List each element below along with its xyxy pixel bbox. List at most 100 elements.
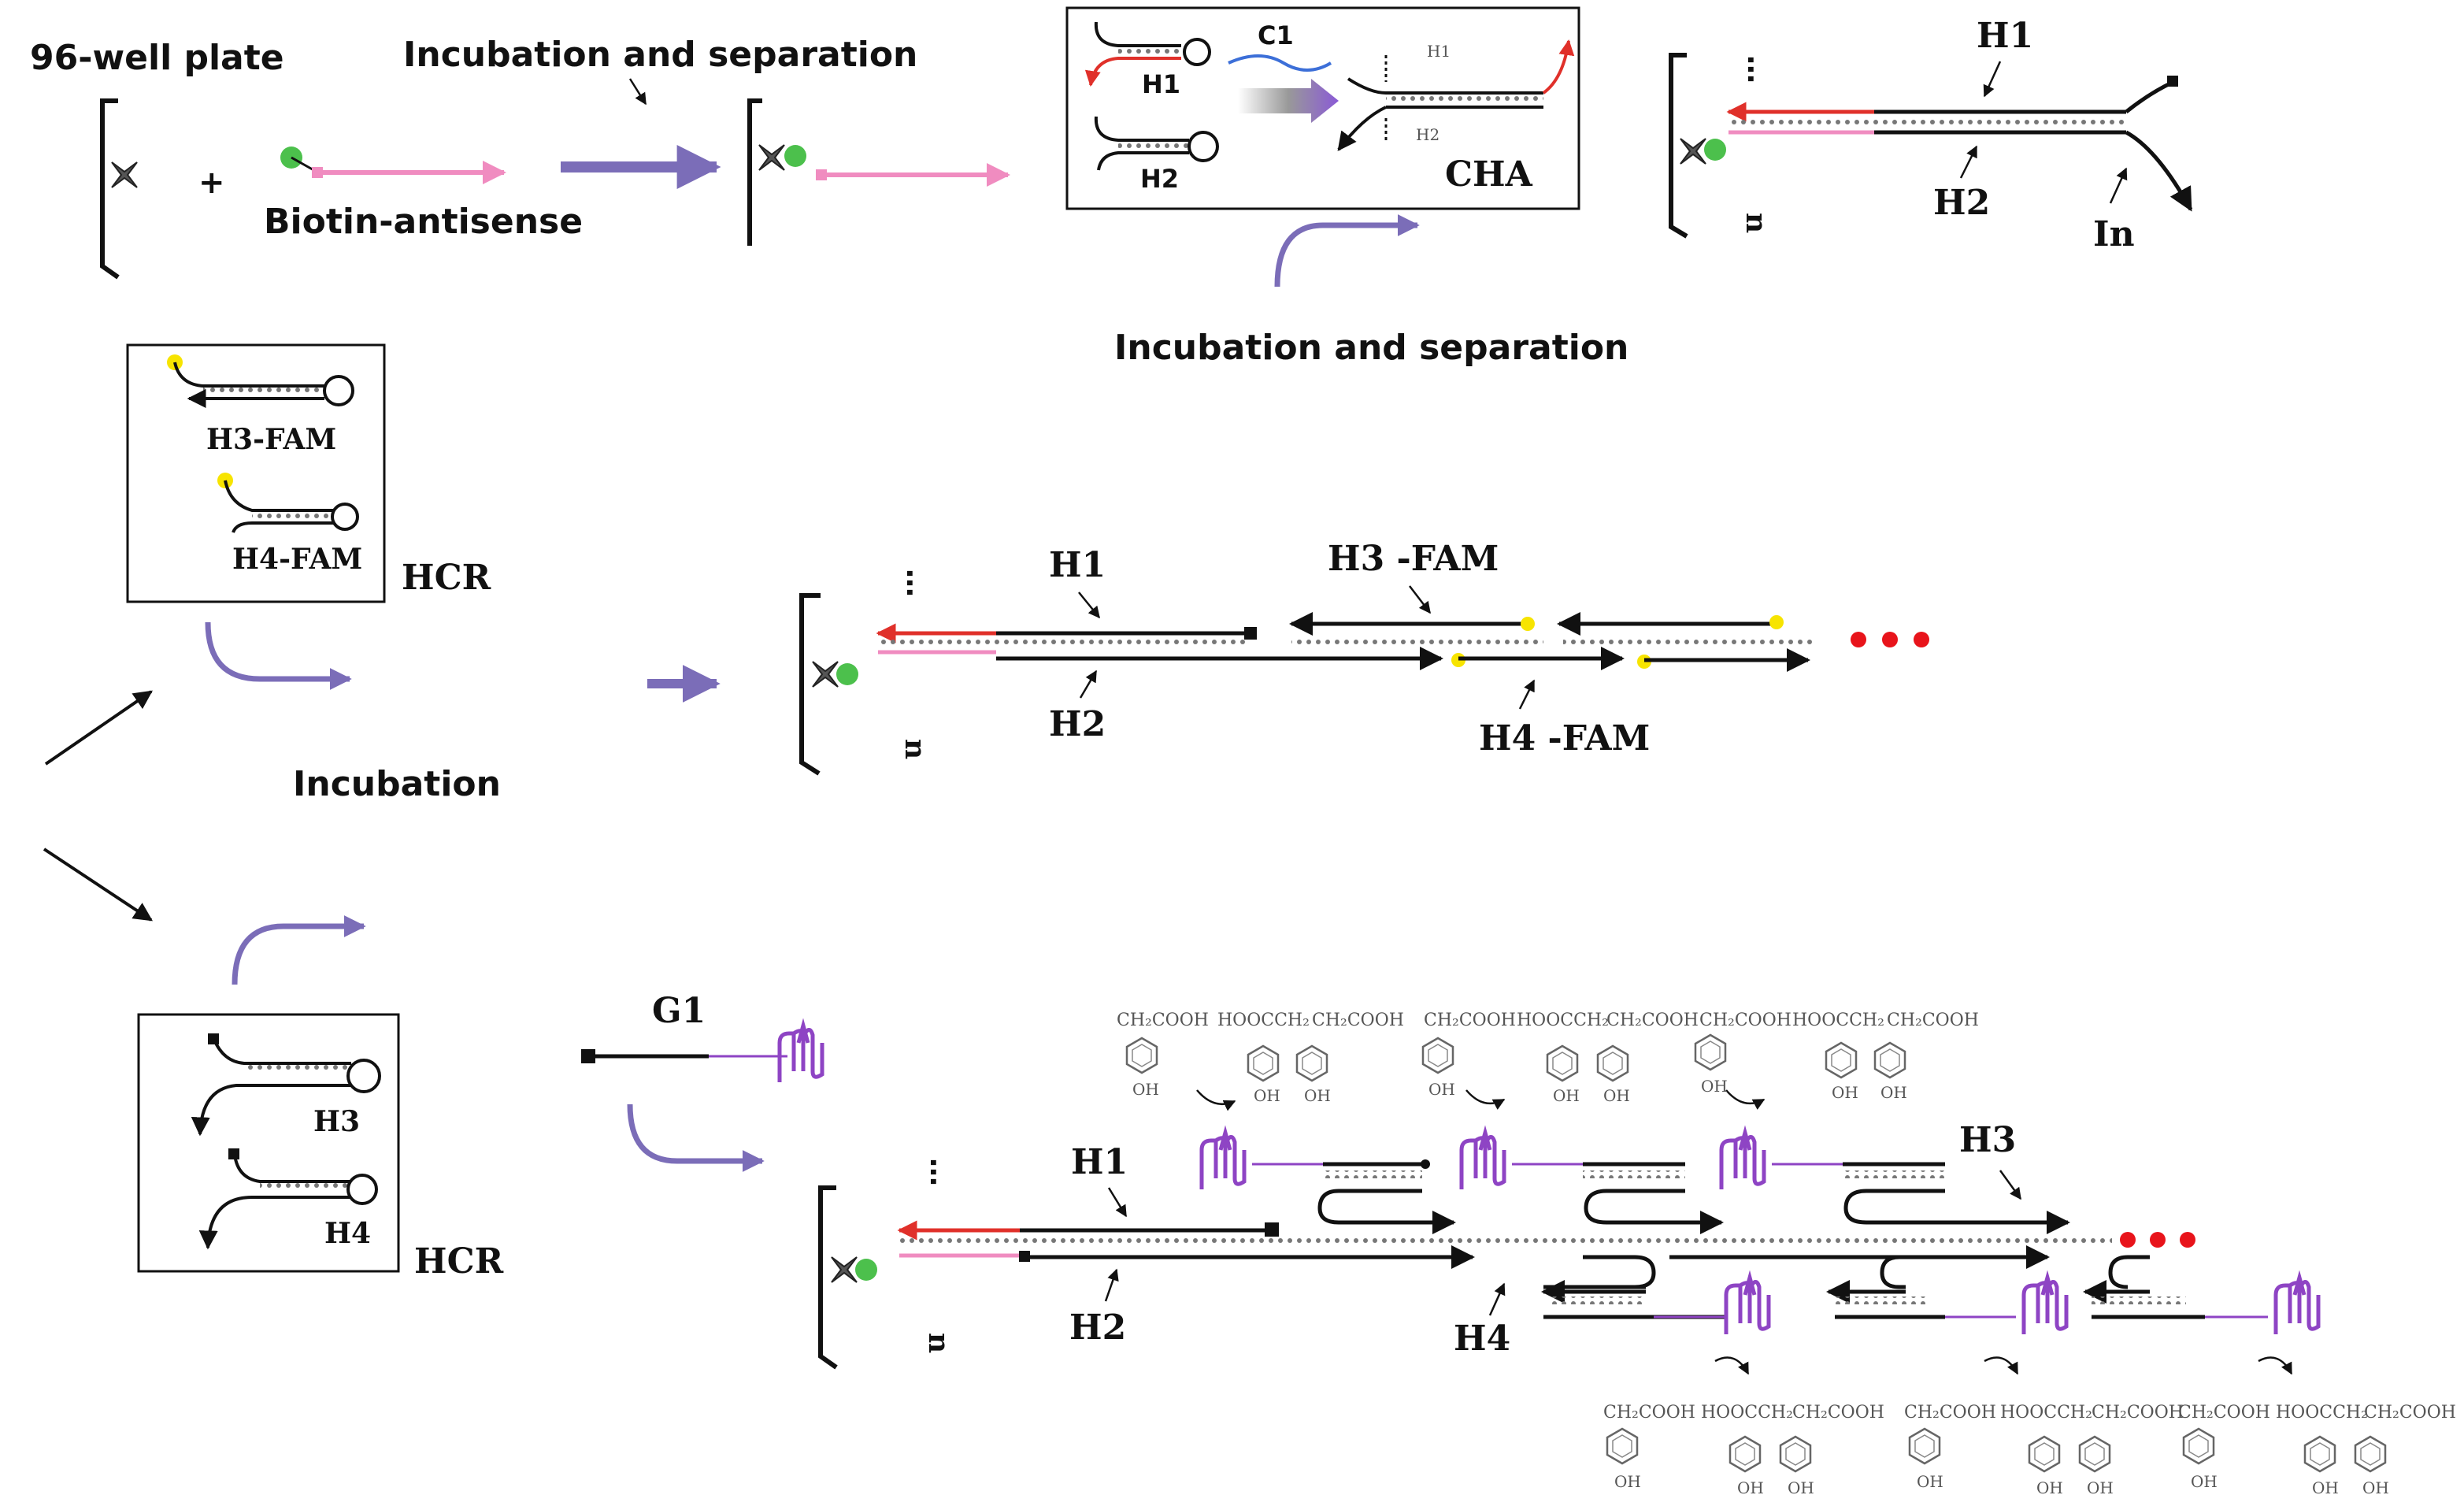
- pointer-arrow: [1078, 592, 1100, 619]
- process-arrow-turn: [205, 621, 352, 690]
- h1-tail: [2125, 80, 2175, 113]
- antisense-anchor: [816, 169, 827, 180]
- pointer-arrow: [2109, 167, 2128, 204]
- red-dot: [1851, 632, 1866, 647]
- pointer-arrow: [1518, 679, 1536, 710]
- svg-text:CH₂COOH: CH₂COOH: [2092, 1403, 2184, 1423]
- reaction-arrow: [1725, 1089, 1766, 1110]
- antisense-anchor: [312, 167, 323, 178]
- svg-text:OH: OH: [1917, 1472, 1943, 1491]
- pointer-arrow: [628, 78, 647, 106]
- g1-label: G1: [652, 991, 706, 1031]
- h3-fam-label: H3 -FAM: [1328, 539, 1499, 579]
- fam-dye-icon: [1769, 615, 1784, 629]
- streptavidin-icon: [111, 161, 138, 188]
- plus-sign: +: [198, 165, 225, 201]
- svg-text:OH: OH: [2036, 1478, 2063, 1497]
- red-dot: [2180, 1232, 2195, 1248]
- base-pairs: [878, 638, 1248, 646]
- plate-label: 96-well plate: [30, 38, 284, 78]
- svg-text:CH₂COOH: CH₂COOH: [1699, 1011, 1791, 1030]
- c1-label: C1: [1258, 20, 1294, 50]
- h3-label: H3: [313, 1105, 360, 1138]
- reaction-arrow: [1196, 1089, 1236, 1111]
- red-dot: [2120, 1232, 2136, 1248]
- branch-arrow-down: [43, 848, 154, 922]
- svg-text:OH: OH: [1428, 1080, 1455, 1099]
- reaction-arrow: [1714, 1356, 1750, 1375]
- h3-fam-hairpin: [167, 354, 354, 408]
- pointer-arrow: [1107, 1187, 1128, 1218]
- h1-hairpin: [1084, 21, 1211, 87]
- h4-unit-1: [1541, 1255, 1769, 1334]
- h4-fam-hairpin: [217, 473, 359, 533]
- svg-text:OH: OH: [2362, 1478, 2389, 1497]
- svg-text:CH₂COOH: CH₂COOH: [2178, 1403, 2270, 1423]
- svg-text:OH: OH: [1304, 1086, 1331, 1105]
- biotin-icon: [784, 145, 806, 167]
- h4-hairpin: [198, 1148, 378, 1250]
- n-label: n: [1740, 213, 1773, 233]
- streptavidin-icon: [758, 144, 785, 171]
- h4-unit-3: [2083, 1255, 2318, 1334]
- biotin-antisense-label: Biotin-antisense: [264, 202, 583, 242]
- in-label: In: [2093, 214, 2135, 254]
- reaction-arrow: [1465, 1089, 1506, 1110]
- h1-tail-end: [2167, 76, 2178, 87]
- dots-upper: …: [900, 569, 932, 597]
- incubation-label: Incubation: [293, 764, 501, 804]
- chem-group-top-1: CH₂COOH HOOCCH₂ CH₂COOH OH OH OH: [1117, 1011, 1404, 1105]
- streptavidin-icon: [831, 1256, 858, 1283]
- n-label: n: [922, 1333, 955, 1353]
- red-dot: [1914, 632, 1929, 647]
- well-bracket-3: [1669, 53, 1688, 239]
- cha-label: CHA: [1445, 154, 1533, 195]
- svg-text:OH: OH: [1880, 1083, 1907, 1102]
- svg-text:OH: OH: [2312, 1478, 2339, 1497]
- svg-text:CH₂COOH: CH₂COOH: [1606, 1011, 1699, 1030]
- h2-label: H2: [1140, 164, 1179, 194]
- pointer-arrow: [1488, 1282, 1506, 1316]
- svg-text:CH₂COOH: CH₂COOH: [1792, 1403, 1884, 1423]
- svg-text:OH: OH: [1132, 1080, 1159, 1099]
- n-label: n: [899, 739, 932, 759]
- svg-text:CH₂COOH: CH₂COOH: [1312, 1011, 1404, 1030]
- pointer-arrow: [1079, 670, 1098, 699]
- h3-fam-label: H3-FAM: [206, 423, 336, 456]
- reaction-arrow: [2258, 1356, 2293, 1375]
- well-bracket: [100, 98, 120, 280]
- h2-hairpin: [1094, 116, 1219, 171]
- h3-unit-2: [1462, 1133, 1724, 1234]
- cha-h2-label: H2: [1416, 125, 1439, 144]
- h4-unit-2: [1669, 1245, 2066, 1334]
- cha-gradient-arrow: [1238, 79, 1339, 123]
- h2-anchor: [1019, 1251, 1030, 1262]
- well-bracket-5: [818, 1185, 838, 1370]
- pointer-arrow: [1999, 1170, 2022, 1200]
- hcr-bottom-label: HCR: [414, 1241, 504, 1282]
- h3-unit-1: [1202, 1133, 1456, 1234]
- svg-text:OH: OH: [1614, 1472, 1641, 1491]
- h2-label: H2: [1933, 183, 1990, 223]
- svg-text:HOOCCH₂: HOOCCH₂: [2000, 1403, 2092, 1423]
- h3-unit-3: [1721, 1133, 2070, 1234]
- hairpin-box: [137, 1013, 400, 1273]
- well-bracket-4: [799, 593, 821, 776]
- h1-label: H1: [1071, 1142, 1128, 1182]
- fam-hairpin-box: [126, 343, 386, 603]
- h2-label: H2: [1049, 704, 1106, 744]
- svg-text:OH: OH: [2087, 1478, 2114, 1497]
- reaction-arrow: [1984, 1356, 2019, 1375]
- svg-text:OH: OH: [1788, 1478, 1814, 1497]
- dots-upper: …: [1741, 55, 1773, 83]
- chem-group-top-2: CH₂COOH HOOCCH₂ CH₂COOH OH OH OH: [1421, 1011, 1699, 1105]
- svg-text:OH: OH: [1603, 1086, 1630, 1105]
- svg-text:OH: OH: [1553, 1086, 1580, 1105]
- h4-fam-label: H4 -FAM: [1479, 718, 1650, 759]
- pointer-arrow: [1409, 585, 1431, 614]
- chem-group-top-3: CH₂COOH HOOCCH₂ CH₂COOH OH OH OH: [1694, 1011, 1979, 1102]
- base-pairs: [1291, 638, 1543, 646]
- chem-group-bottom-2: CH₂COOH HOOCCH₂ CH₂COOH OH OH OH: [1904, 1403, 2184, 1497]
- base-pairs: [1563, 638, 1815, 646]
- process-arrow-turn: [1274, 214, 1420, 287]
